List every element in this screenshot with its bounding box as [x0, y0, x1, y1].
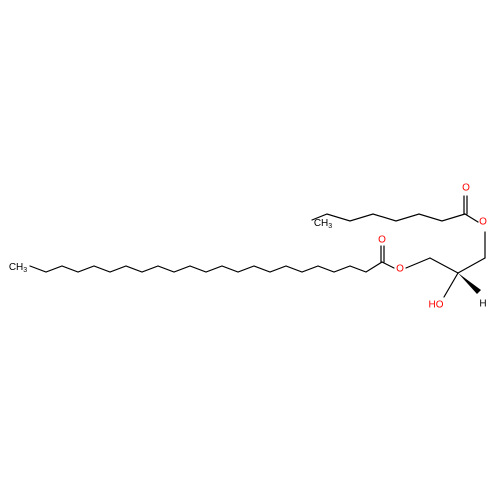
stereo-hydrogen-label: H [479, 299, 486, 310]
ester-o-ch2-left [405, 257, 431, 269]
stereo-wedge [458, 273, 481, 294]
chiral-to-ch2 [457, 257, 486, 274]
carbonyl-oxygen-left: O [378, 235, 386, 246]
long-chain-bonds [29, 261, 383, 273]
chiral-to-oh [443, 272, 459, 298]
ester-bond-left [381, 261, 395, 269]
carbonyl-oxygen-top: O [462, 183, 470, 194]
ch3-top-label: CH3 [314, 218, 332, 230]
long-acyl-chain [29, 245, 431, 273]
ch2-to-chiral [429, 257, 459, 274]
ch3-left-label: CH3 [9, 262, 27, 274]
ester-oxygen-right: O [479, 217, 487, 228]
short-chain-bonds [311, 213, 466, 222]
glycerol-backbone [429, 231, 486, 298]
ester-o-to-carbonyl-c [464, 213, 479, 223]
short-acyl-chain [311, 195, 479, 223]
hydroxyl-label: HO [429, 300, 444, 311]
atom-labels: CH3 CH3 O O O O HO H [9, 183, 487, 311]
ester-oxygen-left: O [396, 264, 404, 275]
